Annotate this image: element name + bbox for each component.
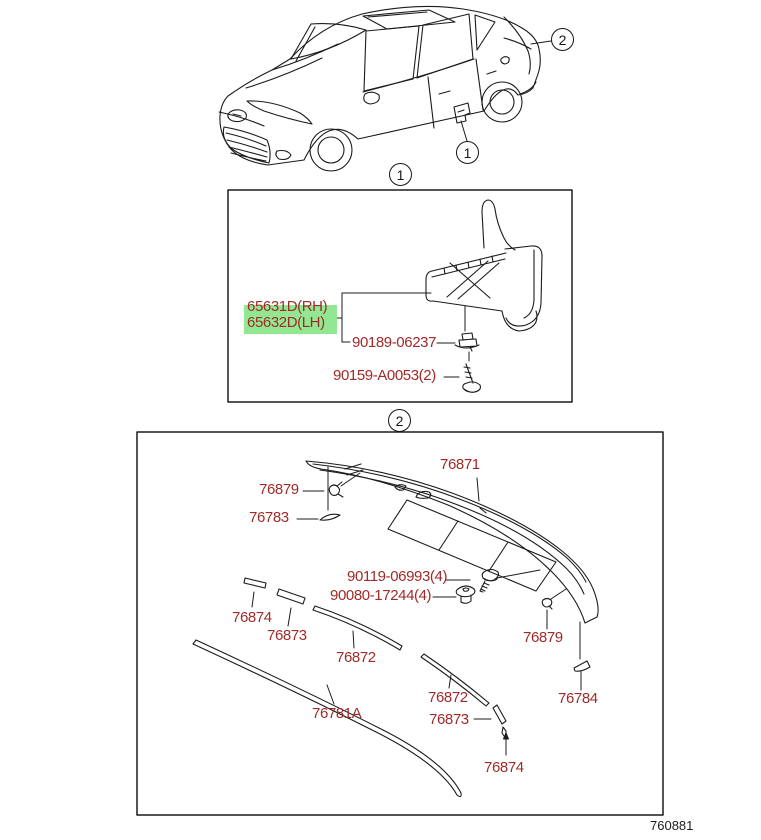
- tape-drawing-76873-right: [492, 704, 507, 725]
- part-label-clip-76879-right[interactable]: 76879: [523, 629, 563, 646]
- car-illustration: [218, 5, 552, 172]
- spoiler-mounting-face: [387, 499, 557, 592]
- clip-drawing-90189: [454, 332, 480, 352]
- part-label-clip-90189[interactable]: 90189-06237: [352, 334, 437, 351]
- trunk-lines: [500, 16, 532, 75]
- part-label-tape-76874-right[interactable]: 76874: [484, 759, 524, 776]
- rocker-mudguard-on-car: [453, 102, 471, 124]
- part-label-bolt-90119[interactable]: 90119-06993(4): [347, 568, 448, 585]
- grommet-drawing-90080: [455, 585, 476, 604]
- part-label-tape-76874-left[interactable]: 76874: [232, 609, 272, 626]
- fog-light: [275, 149, 292, 161]
- headlight: [246, 100, 313, 125]
- section2-box: [136, 431, 664, 816]
- bolt-drawing-90119: [479, 568, 500, 593]
- clip-drawing-76879-left: [328, 481, 344, 498]
- section1-box: [227, 189, 573, 403]
- hood-creases: [245, 43, 339, 89]
- tape-drawing-76872-right: [420, 653, 490, 707]
- section2-leader-lines: [251, 466, 582, 756]
- pad-drawing-76783: [319, 513, 341, 521]
- door-seams: [362, 58, 497, 129]
- pad-drawing-76784: [573, 660, 591, 672]
- part-label-pad-76784[interactable]: 76784: [558, 690, 598, 707]
- diagram-number: 760881: [650, 818, 694, 833]
- moulding-drawing-76781A: [192, 639, 462, 798]
- grille: [222, 126, 271, 164]
- sunroof: [362, 9, 456, 30]
- callout-leader-lines: [460, 40, 552, 142]
- part-label-clip-76879-left[interactable]: 76879: [259, 481, 299, 498]
- spoiler-drawing: [305, 460, 599, 624]
- side-windows: [363, 13, 496, 92]
- part-label-mudguard-lh[interactable]: 65632D(LH): [247, 314, 325, 331]
- part-label-tape-76873-left[interactable]: 76873: [267, 627, 307, 644]
- part-label-mudguard-rh[interactable]: 65631D(RH): [247, 298, 328, 315]
- toyota-emblem: [227, 109, 247, 123]
- tape-drawing-76874-left: [243, 577, 267, 589]
- part-label-screw-90159[interactable]: 90159-A0053(2): [333, 367, 436, 384]
- screw-drawing-90159: [462, 363, 481, 393]
- callout-car-rocker: 1: [456, 141, 479, 164]
- tape-drawing-76872-left: [312, 605, 403, 651]
- part-label-tape-76872-left[interactable]: 76872: [336, 649, 376, 666]
- part-label-moulding-76781A[interactable]: 76781A: [312, 705, 362, 722]
- mirror: [363, 91, 380, 105]
- clip-drawing-76879-right: [541, 597, 553, 610]
- tape-drawing-76874-right: [501, 726, 507, 740]
- bumper-lines: [218, 81, 537, 127]
- callout-section-2: 2: [388, 409, 411, 432]
- section1-leader-lines: [335, 292, 470, 378]
- callout-section-1: 1: [389, 163, 412, 186]
- part-label-grommet-90080[interactable]: 90080-17244(4): [330, 587, 432, 604]
- part-label-tape-76872-right[interactable]: 76872: [428, 689, 468, 706]
- tape-drawing-76873-left: [276, 588, 306, 605]
- mudguard-drawing: [425, 199, 543, 332]
- windshield: [290, 23, 367, 62]
- part-label-spoiler-76871[interactable]: 76871: [440, 456, 480, 473]
- part-label-tape-76873-right[interactable]: 76873: [429, 711, 469, 728]
- part-label-pad-76783[interactable]: 76783: [249, 509, 289, 526]
- selected-part-highlight: [244, 305, 337, 334]
- callout-car-spoiler: 2: [551, 28, 574, 51]
- spoiler-slots: [344, 463, 487, 514]
